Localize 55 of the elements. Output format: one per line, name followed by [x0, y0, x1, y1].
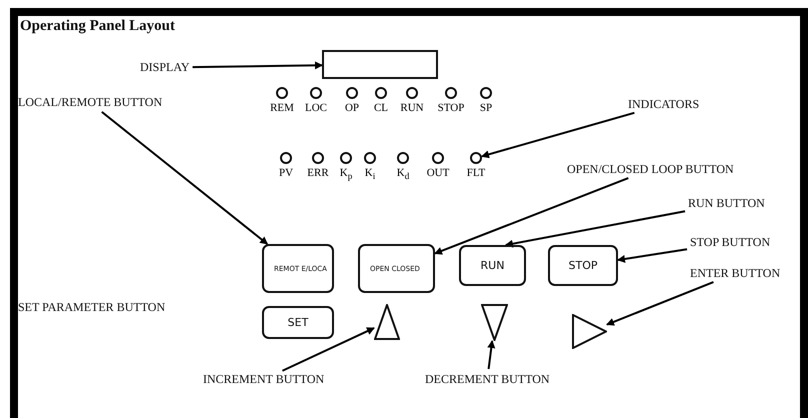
panel-button: STOP [548, 245, 618, 286]
arrow [282, 327, 375, 372]
callout-label: LOCAL/REMOTE BUTTON [18, 95, 162, 110]
indicator-lamp [364, 152, 376, 164]
indicator-label: K$_{i}$ [364, 167, 376, 182]
callout-label: STOP BUTTON [690, 235, 770, 250]
callout-label: SET PARAMETER BUTTON [18, 300, 166, 315]
indicator-lamp [312, 152, 324, 164]
arrow [617, 248, 688, 263]
indicator-label: STOP [438, 102, 464, 114]
callout-label: INDICATORS [628, 97, 700, 112]
indicator-lamp [346, 87, 358, 99]
indicator-lamp [432, 152, 444, 164]
callout-label: DISPLAY [140, 60, 190, 75]
indicator-label: RUN [400, 102, 424, 114]
indicator-label: OUT [426, 167, 450, 179]
arrow [504, 210, 686, 248]
arrow [487, 340, 496, 370]
indicator-lamp [406, 87, 418, 99]
indicator-lamp [397, 152, 409, 164]
indicator-label: LOC [305, 102, 327, 114]
indicator-label: SP [480, 102, 492, 114]
indicator-lamp [470, 152, 482, 164]
indicator-lamp [280, 152, 292, 164]
indicator-label: FLT [466, 167, 486, 179]
arrow [481, 112, 635, 158]
callout-label: DECREMENT BUTTON [425, 372, 550, 387]
indicator-label: K$_{d}$ [396, 167, 410, 182]
indicator-lamp [310, 87, 322, 99]
arrow [101, 111, 268, 245]
indicator-label: REM [270, 102, 294, 114]
display-window [322, 50, 438, 79]
diagram-title: Operating Panel Layout [20, 18, 176, 35]
right-arrow-key [572, 314, 607, 349]
callout-label: RUN BUTTON [688, 196, 765, 211]
panel-button: RUN [459, 245, 526, 286]
indicator-lamp [375, 87, 387, 99]
indicator-lamp [340, 152, 352, 164]
arrow [606, 281, 714, 326]
arrow [434, 177, 629, 255]
indicator-lamp [445, 87, 457, 99]
callout-label: INCREMENT BUTTON [203, 372, 324, 387]
indicator-lamp [276, 87, 288, 99]
panel-button: SET [262, 306, 334, 339]
indicator-lamp [480, 87, 492, 99]
down-arrow-key [481, 304, 508, 341]
indicator-label: OP [344, 102, 360, 114]
indicator-label: ERR [307, 167, 329, 179]
up-arrow-key [374, 304, 400, 340]
arrow [192, 61, 323, 70]
indicator-label: CL [374, 102, 388, 114]
indicator-label: PV [278, 167, 294, 179]
callout-label: OPEN/CLOSED LOOP BUTTON [567, 162, 734, 177]
indicator-label: K$_{p}$ [340, 167, 352, 182]
callout-label: ENTER BUTTON [690, 266, 780, 281]
